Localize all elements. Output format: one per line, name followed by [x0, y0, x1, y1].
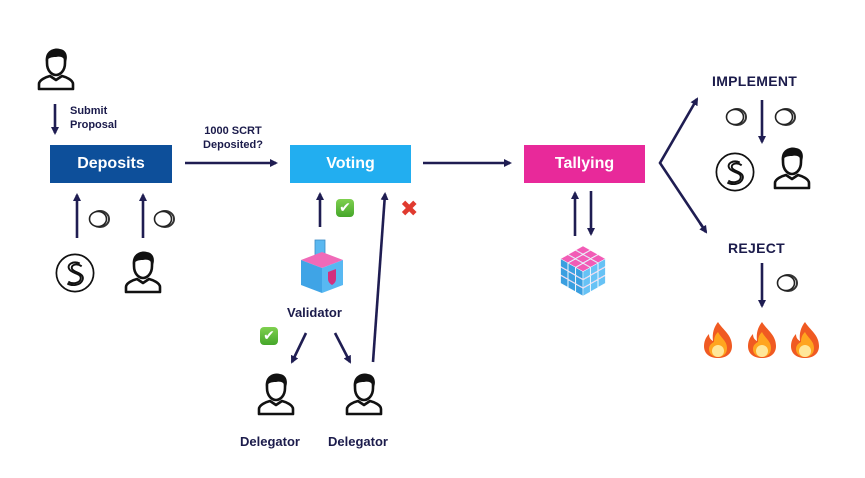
data-cube-icon	[560, 245, 606, 297]
cube-block-face	[590, 279, 599, 293]
cube-block-face	[597, 275, 606, 288]
cube-block-face	[582, 283, 591, 297]
proposer-person-icon	[37, 47, 75, 91]
delegator-1-person-icon	[257, 372, 295, 416]
validator-approve-check-icon: ✔	[336, 199, 354, 217]
deposits-label: Deposits	[77, 155, 145, 172]
cube-block-face	[590, 262, 599, 276]
arrow-delegator-override-vote	[371, 192, 389, 363]
submit-line-2: Proposal	[70, 119, 118, 131]
validator-label: Validator	[287, 305, 342, 320]
depositor-person-icon	[124, 250, 162, 294]
coin-icon	[776, 274, 798, 292]
fire-icon	[704, 322, 732, 358]
cube-block-face	[582, 267, 591, 280]
reject-label: REJECT	[728, 240, 786, 256]
tallying-stage: Tallying	[524, 145, 645, 183]
threshold-line-2: Deposited?	[203, 139, 263, 151]
arrow-branch-implement	[658, 97, 708, 233]
submit-proposal-label: Submit Proposal	[70, 104, 117, 132]
deposit-threshold-label: 1000 SCRT Deposited?	[193, 124, 273, 152]
arrow-validator-to-delegator-2	[333, 332, 352, 364]
cube-block-face	[597, 266, 606, 280]
coin-icon	[153, 210, 175, 228]
coin-icon	[725, 108, 747, 126]
delegator-reject-cross-icon: ✖	[400, 197, 419, 222]
coin-icon	[774, 108, 796, 126]
delegator-2-label: Delegator	[328, 434, 388, 449]
arrows	[51, 97, 766, 364]
scrt-logo-icon	[55, 253, 95, 293]
cube-block-face	[582, 275, 591, 289]
implement-scrt-logo-icon	[715, 152, 755, 192]
tallying-label: Tallying	[554, 155, 615, 172]
coin-icon	[88, 210, 110, 228]
voting-label: Voting	[326, 155, 375, 172]
deposits-stage: Deposits	[50, 145, 172, 183]
delegator-2-person-icon	[345, 372, 383, 416]
cube-block-face	[590, 271, 599, 284]
submit-line-1: Submit	[70, 105, 108, 117]
threshold-line-1: 1000 SCRT	[204, 125, 262, 137]
delegator-approve-check-icon: ✔	[260, 327, 278, 345]
cube-block-face	[597, 258, 606, 271]
ballot-box-icon	[301, 239, 343, 293]
delegator-1-label: Delegator	[240, 434, 300, 449]
arrow-validator-to-delegator-1	[290, 332, 308, 364]
arrow-branch-reject-head	[698, 222, 708, 234]
fire-icon	[748, 322, 776, 358]
voting-stage: Voting	[290, 145, 411, 183]
implement-person-icon	[773, 146, 811, 190]
implement-label: IMPLEMENT	[712, 73, 798, 89]
fire-icon	[791, 322, 819, 358]
